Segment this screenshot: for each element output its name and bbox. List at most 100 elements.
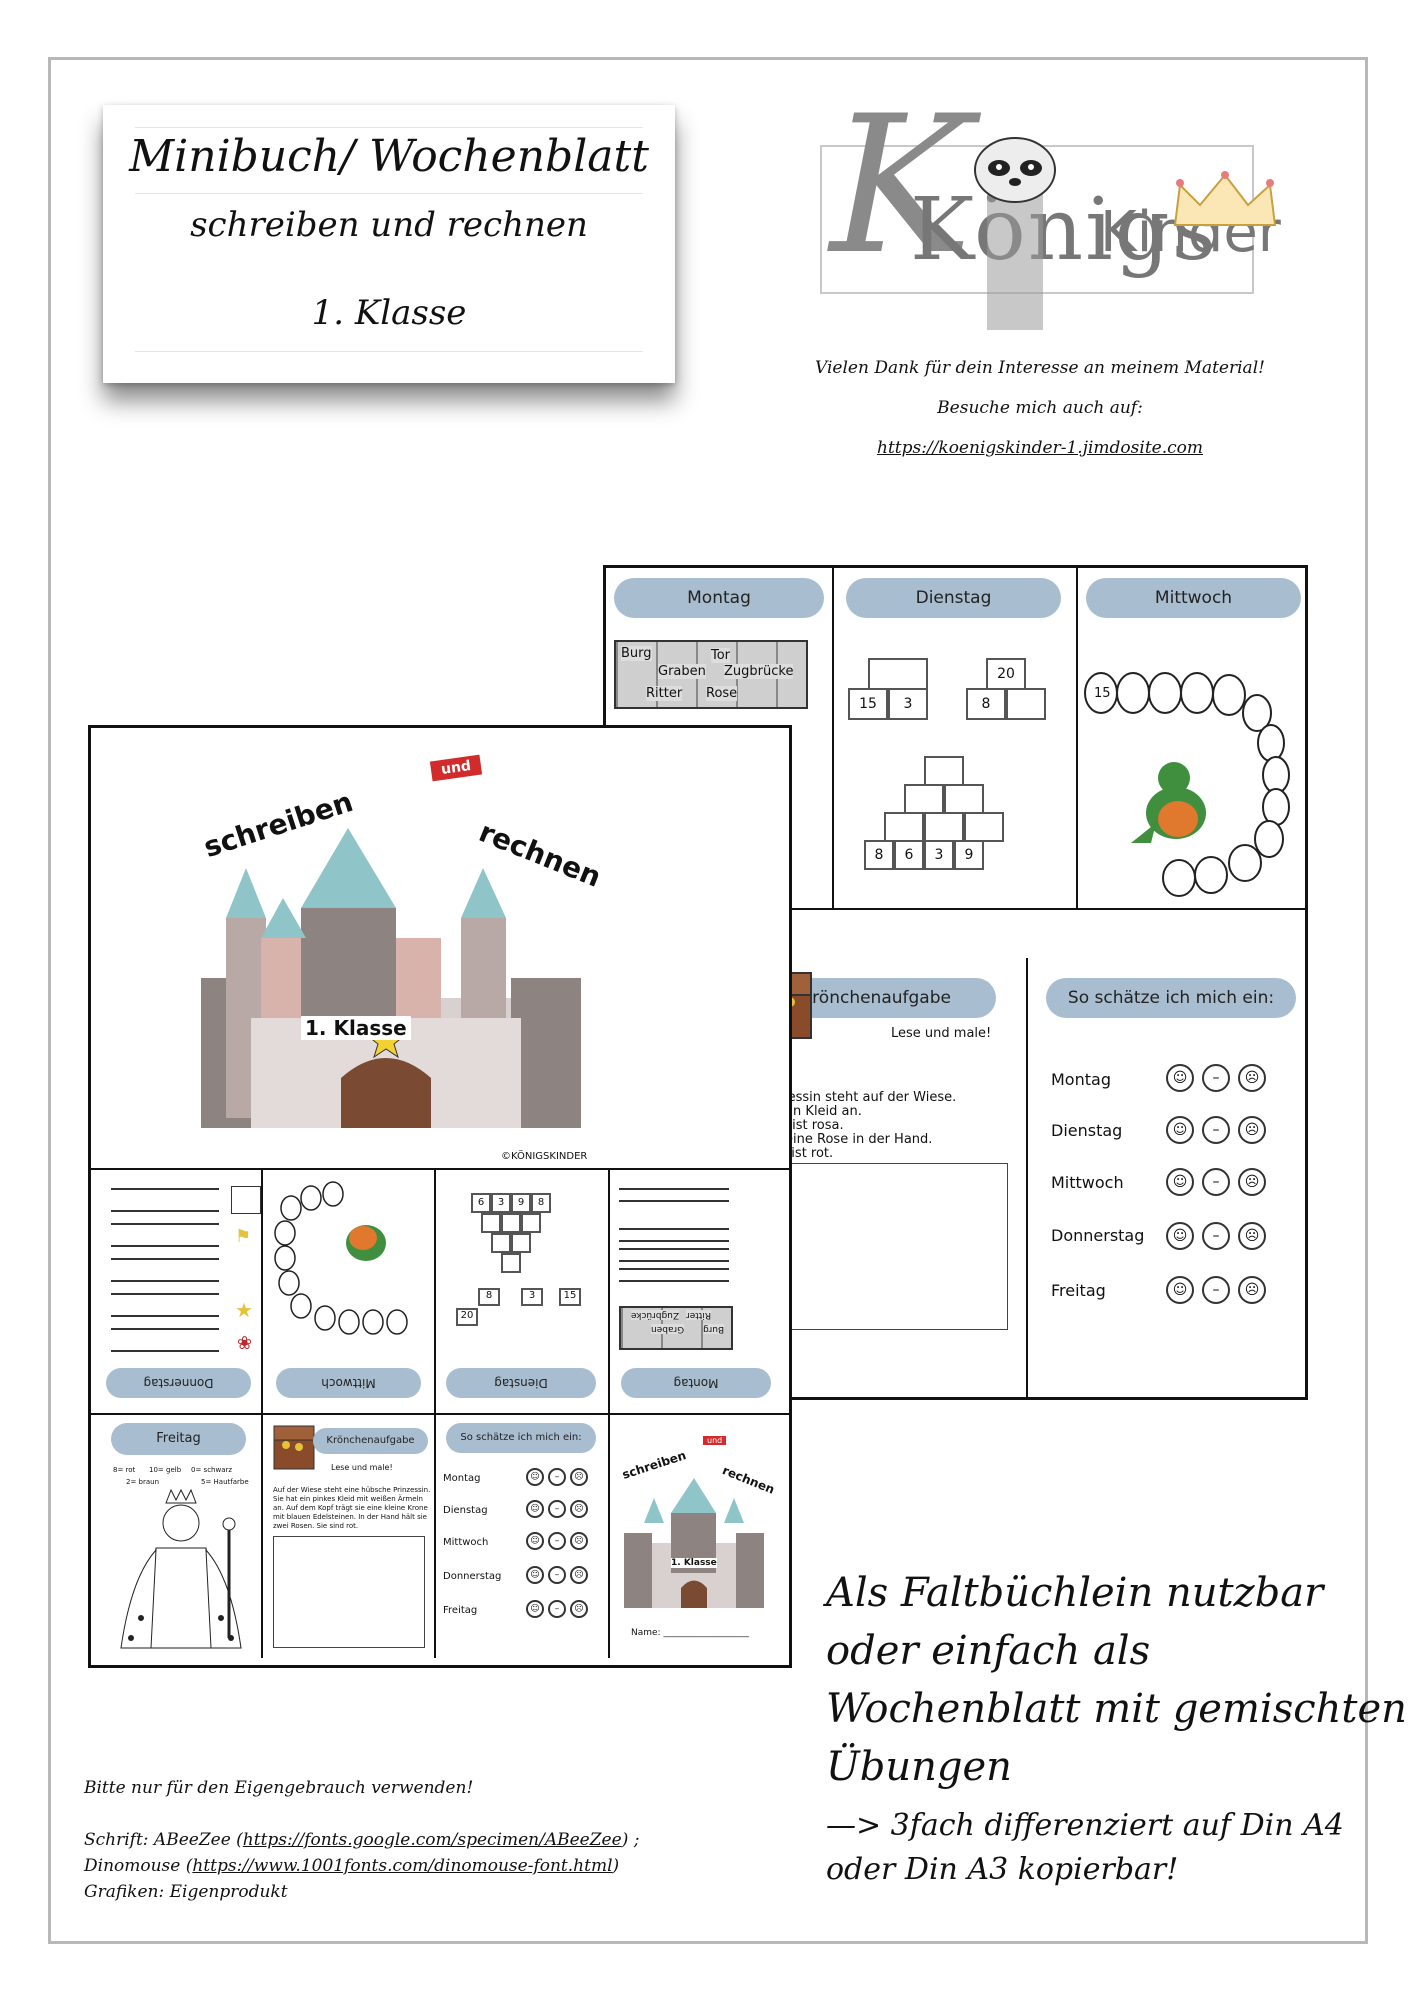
sad-face-icon[interactable]: ☹ — [1238, 1276, 1266, 1304]
neutral-face-icon[interactable]: – — [1202, 1168, 1230, 1196]
neutral-face-icon[interactable]: – — [1202, 1276, 1230, 1304]
pyr-cell: 20 — [456, 1308, 478, 1326]
logo-word-koenigs: Königs — [910, 180, 1218, 280]
color-key: 2= braun — [126, 1478, 160, 1486]
banner-dienstag: Dienstag — [846, 578, 1061, 618]
writing-line[interactable] — [111, 1328, 219, 1352]
sad-face-icon[interactable]: ☹ — [1238, 1116, 1266, 1144]
banner-donnerstag: Donnerstag — [106, 1368, 251, 1398]
worksheet-front: 1. Klasse schreiben und rechnen ©KÖNIGSK… — [88, 725, 792, 1668]
sad-face-icon[interactable]: ☹ — [570, 1566, 588, 1584]
happy-face-icon[interactable]: ☺ — [1166, 1168, 1194, 1196]
drawing-box[interactable] — [756, 1163, 1008, 1330]
name-field[interactable]: Name: ___________________ — [631, 1628, 749, 1638]
self-day: Dienstag — [1051, 1121, 1123, 1140]
drawing-box[interactable] — [273, 1536, 425, 1648]
banner-freitag: Freitag — [111, 1423, 246, 1455]
word-graben: Graben — [658, 664, 706, 679]
pyr-cell: 3 — [521, 1288, 543, 1306]
word-burg: Burg — [621, 646, 652, 661]
happy-face-icon[interactable]: ☺ — [526, 1500, 544, 1518]
desc-line-4: Übungen — [826, 1744, 1012, 1790]
happy-face-icon[interactable]: ☺ — [526, 1468, 544, 1486]
cover-flag-und: und — [429, 754, 483, 782]
mini-castle-illustration — [624, 1478, 764, 1608]
writing-line[interactable] — [111, 1258, 219, 1282]
writing-line[interactable] — [111, 1223, 219, 1247]
color-key: 10= gelb — [149, 1466, 182, 1474]
neutral-face-icon[interactable]: – — [548, 1600, 566, 1618]
task-line: hält eine Rose in der Hand. — [756, 1132, 933, 1147]
neutral-face-icon[interactable]: – — [1202, 1222, 1230, 1250]
abeezee-link[interactable]: https://fonts.google.com/specimen/ABeeZe… — [242, 1830, 622, 1850]
website-link[interactable]: https://koenigskinder-1.jimdosite.com — [790, 438, 1290, 458]
writing-line[interactable] — [619, 1228, 729, 1242]
neutral-face-icon[interactable]: – — [548, 1566, 566, 1584]
self-day: Montag — [443, 1473, 481, 1484]
word-zugbruecke: Zugbrücke — [724, 664, 794, 679]
self-day: Dienstag — [443, 1505, 488, 1516]
neutral-face-icon[interactable]: – — [548, 1532, 566, 1550]
sad-face-icon[interactable]: ☹ — [1238, 1168, 1266, 1196]
happy-face-icon[interactable]: ☺ — [526, 1600, 544, 1618]
neutral-face-icon[interactable]: – — [1202, 1064, 1230, 1092]
rose-icon: ❀ — [237, 1333, 253, 1354]
neutral-face-icon[interactable]: – — [548, 1500, 566, 1518]
banner-mittwoch: Mittwoch — [276, 1368, 421, 1398]
writing-line[interactable] — [619, 1268, 729, 1282]
word-ritter: Ritter — [686, 1310, 712, 1320]
happy-face-icon[interactable]: ☺ — [526, 1532, 544, 1550]
star-icon: ★ — [235, 1298, 253, 1322]
happy-face-icon[interactable]: ☺ — [1166, 1116, 1194, 1144]
website-url[interactable]: https://koenigskinder-1.jimdosite.com — [877, 438, 1203, 458]
sad-face-icon[interactable]: ☹ — [1238, 1064, 1266, 1092]
word-zugbruecke: Zugbrücke — [631, 1310, 680, 1320]
happy-face-icon[interactable]: ☺ — [1166, 1064, 1194, 1092]
egg-chain-small — [274, 1181, 408, 1335]
happy-face-icon[interactable]: ☺ — [526, 1566, 544, 1584]
pyr-cell: 9 — [954, 840, 984, 870]
happy-face-icon[interactable]: ☺ — [1166, 1222, 1194, 1250]
pyr-cell: 9 — [511, 1193, 531, 1213]
banner-self-assessment: So schätze ich mich ein: — [1046, 978, 1296, 1018]
self-day: Donnerstag — [1051, 1226, 1145, 1245]
banner-kroenchenaufgabe: Krönchenaufgabe — [313, 1428, 428, 1454]
sad-face-icon[interactable]: ☹ — [570, 1532, 588, 1550]
mini-grade: 1. Klasse — [671, 1558, 717, 1568]
writing-line[interactable] — [111, 1293, 219, 1317]
writing-line[interactable] — [619, 1188, 729, 1202]
desc-line-6: oder Din A3 kopierbar! — [826, 1852, 1179, 1887]
neutral-face-icon[interactable]: – — [548, 1468, 566, 1486]
banner-montag: Montag — [621, 1368, 771, 1398]
banner-mittwoch: Mittwoch — [1086, 578, 1301, 618]
pyr-cell: 3 — [888, 688, 928, 720]
word-graben: Graben — [651, 1324, 685, 1334]
treasure-chest-icon — [273, 1425, 315, 1470]
desc-line-2: oder einfach als — [826, 1628, 1151, 1674]
font-credit-2: Dinomouse (https://www.1001fonts.com/din… — [84, 1856, 620, 1876]
word-rose: Rose — [706, 686, 738, 701]
desc-line-5: —> 3fach differenziert auf Din A4 — [826, 1808, 1344, 1843]
dragon-icon — [1131, 762, 1206, 843]
self-day: Freitag — [1051, 1281, 1106, 1300]
sad-face-icon[interactable]: ☹ — [570, 1600, 588, 1618]
banner-dienstag: Dienstag — [446, 1368, 596, 1398]
neutral-face-icon[interactable]: – — [1202, 1116, 1230, 1144]
task-text: Auf der Wiese steht eine hübsche Prinzes… — [273, 1486, 431, 1530]
color-key: 5= Hautfarbe — [201, 1478, 249, 1486]
task-line: Prinzessin steht auf der Wiese. — [756, 1090, 957, 1105]
sad-face-icon[interactable]: ☹ — [1238, 1222, 1266, 1250]
writing-line[interactable] — [619, 1248, 729, 1262]
king-icon — [120, 1488, 242, 1649]
sad-face-icon[interactable]: ☹ — [570, 1468, 588, 1486]
dinomouse-link[interactable]: https://www.1001fonts.com/dinomouse-font… — [192, 1856, 613, 1876]
word-tor: Tor — [711, 648, 731, 663]
pyr-cell: 15 — [848, 688, 888, 720]
visit-text: Besuche mich auch auf: — [937, 398, 1143, 418]
writing-line[interactable] — [111, 1188, 219, 1212]
happy-face-icon[interactable]: ☺ — [1166, 1276, 1194, 1304]
pyr-cell: 8 — [531, 1193, 551, 1213]
ruled-line — [135, 127, 643, 128]
sad-face-icon[interactable]: ☹ — [570, 1500, 588, 1518]
ruled-line — [135, 193, 643, 194]
